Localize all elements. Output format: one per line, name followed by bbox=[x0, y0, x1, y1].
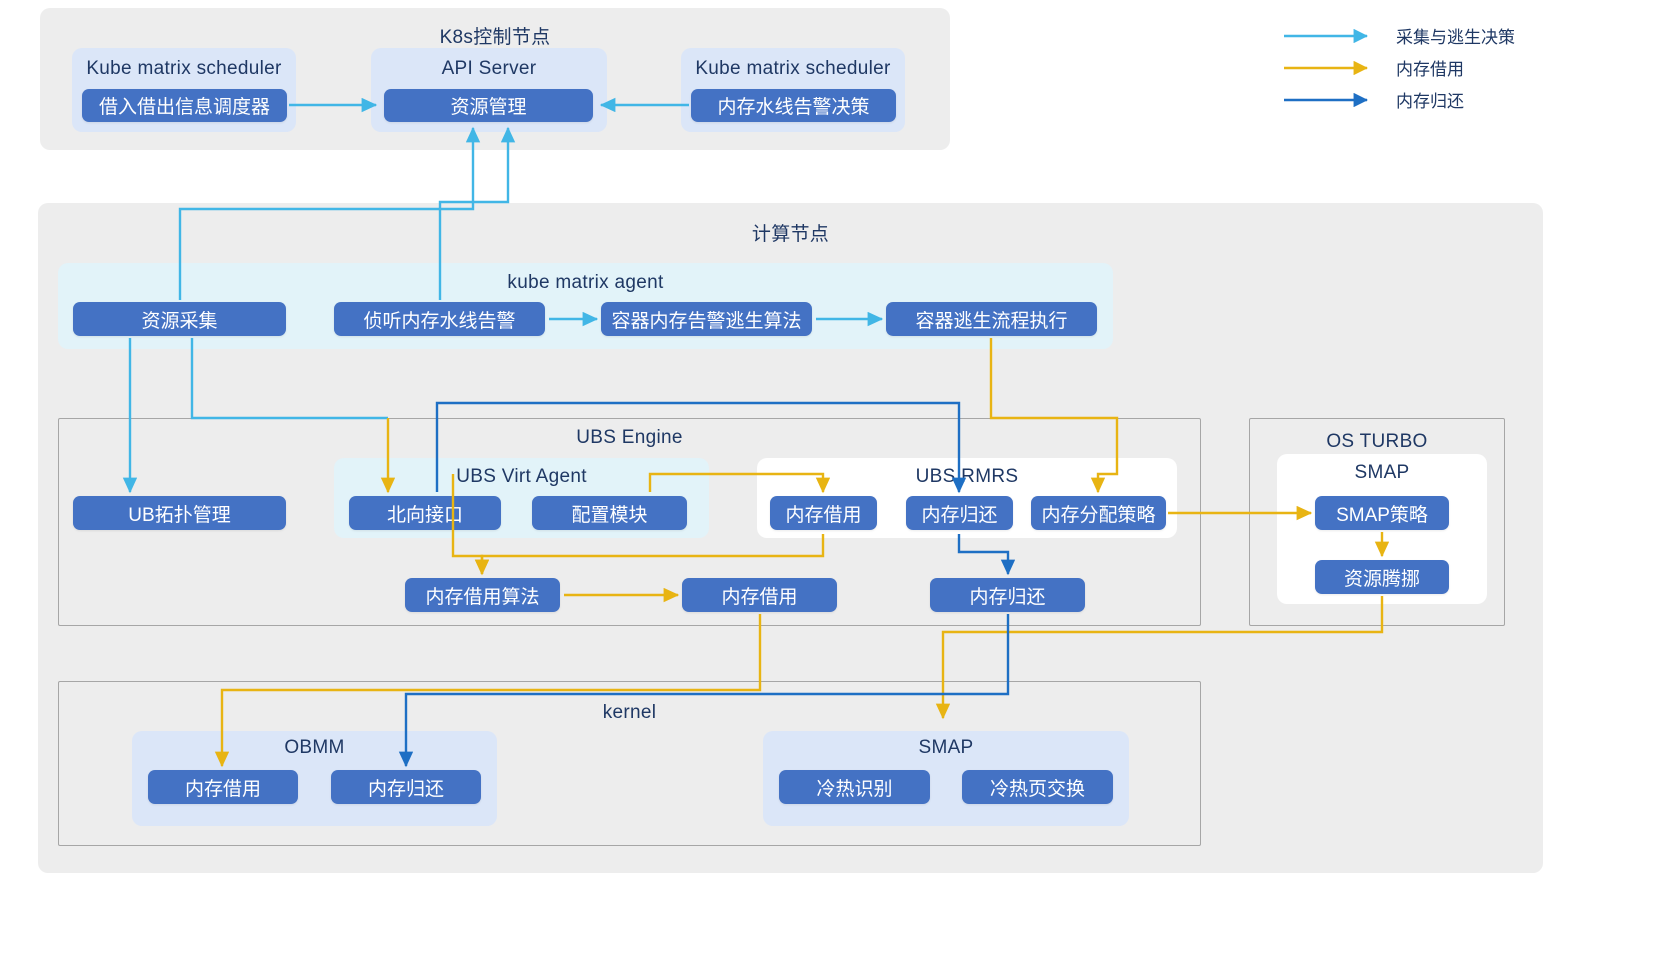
os-turbo-smap-title: SMAP bbox=[1354, 462, 1410, 483]
node-config-module[interactable]: 配置模块 bbox=[532, 496, 687, 530]
obmm-title: OBMM bbox=[284, 737, 345, 758]
legend-item-2: 内存归还 bbox=[1283, 87, 1464, 112]
node-container-memory-alarm-escape-algorithm[interactable]: 容器内存告警逃生算法 bbox=[601, 302, 812, 336]
kube-matrix-agent-title: kube matrix agent bbox=[507, 272, 664, 293]
legend-arrow-cyan-icon bbox=[1284, 28, 1368, 43]
legend-arrow-darkblue-icon bbox=[1284, 92, 1368, 107]
node-obmm-memory-borrow[interactable]: 内存借用 bbox=[148, 770, 298, 804]
node-memory-allocation-policy[interactable]: 内存分配策略 bbox=[1031, 496, 1166, 530]
legend-label-1: 内存借用 bbox=[1396, 60, 1464, 79]
node-hot-cold-identification[interactable]: 冷热识别 bbox=[779, 770, 930, 804]
node-container-escape-flow-execution[interactable]: 容器逃生流程执行 bbox=[886, 302, 1097, 336]
node-resource-collection[interactable]: 资源采集 bbox=[73, 302, 286, 336]
legend-label-0: 采集与逃生决策 bbox=[1396, 28, 1515, 47]
os-turbo-title: OS TURBO bbox=[1326, 431, 1428, 452]
node-hot-cold-page-swap[interactable]: 冷热页交换 bbox=[962, 770, 1113, 804]
kernel-smap-title: SMAP bbox=[918, 737, 974, 758]
kube-matrix-scheduler-left-title: Kube matrix scheduler bbox=[86, 58, 282, 79]
node-rmrs-memory-borrow[interactable]: 内存借用 bbox=[770, 496, 877, 530]
node-engine-memory-return[interactable]: 内存归还 bbox=[930, 578, 1085, 612]
kernel-title: kernel bbox=[602, 702, 657, 723]
node-ub-topology-management[interactable]: UB拓扑管理 bbox=[73, 496, 286, 530]
ubs-virt-agent-title: UBS Virt Agent bbox=[456, 466, 587, 487]
node-memory-watermark-alarm-decision[interactable]: 内存水线告警决策 bbox=[691, 89, 896, 122]
node-obmm-memory-return[interactable]: 内存归还 bbox=[331, 770, 481, 804]
legend-arrow-yellow-icon bbox=[1284, 60, 1368, 75]
node-borrow-lend-scheduler[interactable]: 借入借出信息调度器 bbox=[82, 89, 287, 122]
node-resource-management[interactable]: 资源管理 bbox=[384, 89, 593, 122]
node-resource-relocation[interactable]: 资源腾挪 bbox=[1315, 560, 1449, 594]
legend: 采集与逃生决策 内存借用 内存归还 bbox=[1283, 20, 1623, 120]
node-memory-borrow-algorithm[interactable]: 内存借用算法 bbox=[405, 578, 560, 612]
ubs-rmrs-title: UBS RMRS bbox=[915, 466, 1019, 487]
node-smap-policy[interactable]: SMAP策略 bbox=[1315, 496, 1449, 530]
compute-node-title: 计算节点 bbox=[751, 224, 830, 245]
node-listen-memory-watermark-alarm[interactable]: 侦听内存水线告警 bbox=[334, 302, 545, 336]
ubs-engine-title: UBS Engine bbox=[576, 427, 683, 448]
legend-label-2: 内存归还 bbox=[1396, 92, 1464, 111]
node-engine-memory-borrow[interactable]: 内存借用 bbox=[682, 578, 837, 612]
api-server-title: API Server bbox=[441, 58, 537, 79]
legend-item-1: 内存借用 bbox=[1283, 55, 1464, 80]
k8s-control-node-title: K8s控制节点 bbox=[439, 27, 551, 48]
legend-item-0: 采集与逃生决策 bbox=[1283, 23, 1515, 48]
node-northbound-interface[interactable]: 北向接口 bbox=[349, 496, 501, 530]
node-rmrs-memory-return[interactable]: 内存归还 bbox=[906, 496, 1013, 530]
kube-matrix-scheduler-right-title: Kube matrix scheduler bbox=[695, 58, 891, 79]
